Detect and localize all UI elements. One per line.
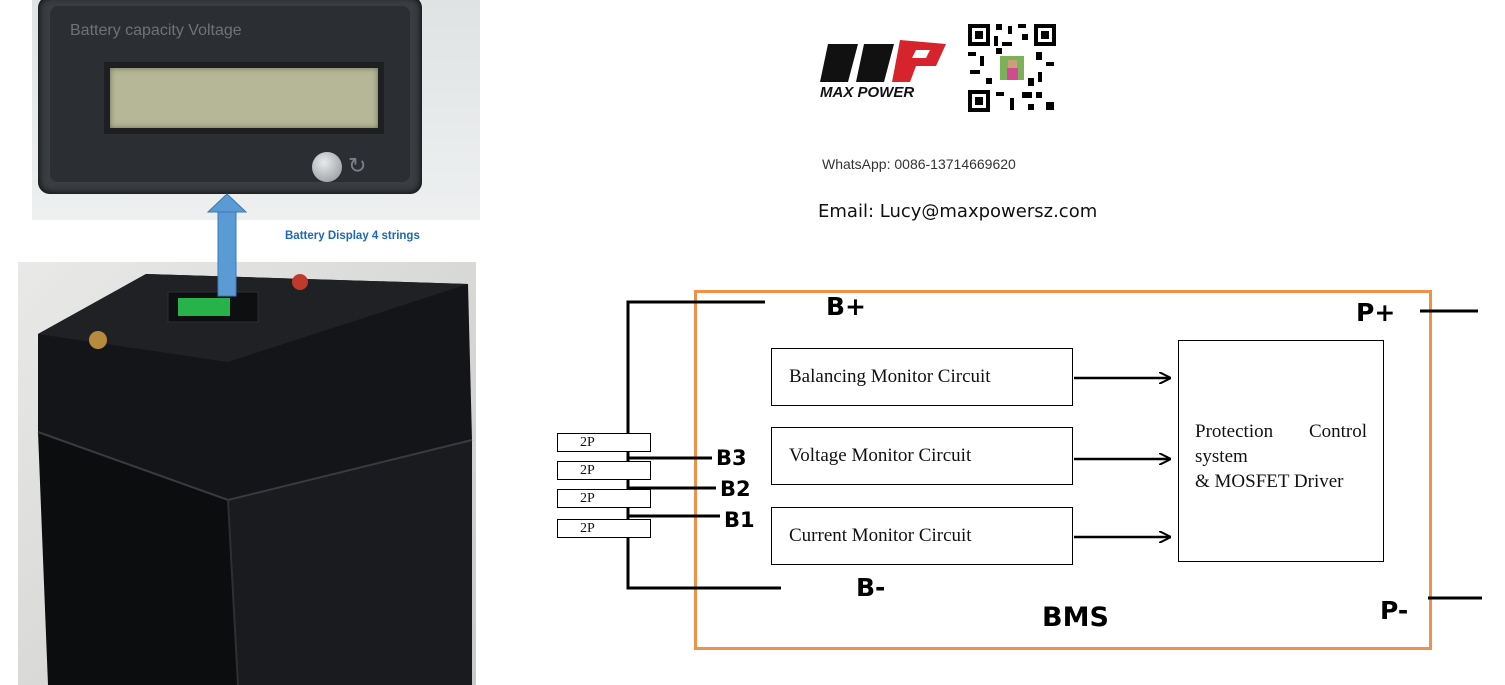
qr-code: [966, 22, 1058, 114]
battery-photo: [18, 262, 476, 685]
display-bezel: Battery capacity Voltage ↻: [38, 0, 422, 194]
tap-b1-label: B1: [724, 508, 755, 532]
control-word: Control: [1308, 421, 1367, 442]
display-caption: Battery Display 4 strings: [285, 230, 420, 242]
cell-pack-label: 2P: [557, 489, 651, 508]
protection-word: Protection: [1195, 421, 1274, 442]
lcd-screen: [104, 62, 384, 134]
tap-b3-label: B3: [716, 446, 747, 470]
refresh-icon: ↻: [348, 154, 367, 179]
bms-label: BMS: [1042, 602, 1109, 633]
protection-line-2: system: [1195, 446, 1248, 467]
battery-display-photo: Battery capacity Voltage ↻: [32, 0, 480, 220]
max-power-logo: [818, 36, 950, 106]
tap-b2-label: B2: [720, 477, 751, 501]
cell-pack-label: 2P: [557, 461, 651, 480]
p-minus-label: P-: [1380, 596, 1409, 625]
protection-line-1: Protection Control: [1195, 419, 1367, 444]
protection-control-block: Protection Control system & MOSFET Drive…: [1178, 340, 1384, 562]
display-button: [312, 152, 342, 182]
display-title: Battery capacity Voltage: [70, 22, 242, 39]
current-monitor-circuit: Current Monitor Circuit: [771, 507, 1073, 565]
battery-illustration: [37, 274, 473, 685]
voltage-monitor-circuit: Voltage Monitor Circuit: [771, 427, 1073, 485]
b-plus-label: B+: [826, 292, 867, 321]
balancing-monitor-circuit: Balancing Monitor Circuit: [771, 348, 1073, 406]
up-arrow: [206, 193, 248, 297]
p-plus-label: P+: [1356, 298, 1396, 327]
display-face: Battery capacity Voltage ↻: [50, 6, 410, 182]
cell-pack-label: 2P: [557, 433, 651, 452]
whatsapp-contact: WhatsApp: 0086-13714669620: [822, 156, 1016, 172]
b-minus-label: B-: [856, 573, 886, 602]
logo-text: MAX POWER: [820, 84, 915, 101]
protection-line-3: & MOSFET Driver: [1195, 471, 1344, 492]
cell-pack-label: 2P: [557, 519, 651, 538]
bms-boundary: [694, 290, 1432, 650]
email-contact: Email: Lucy@maxpowersz.com: [818, 201, 1098, 222]
